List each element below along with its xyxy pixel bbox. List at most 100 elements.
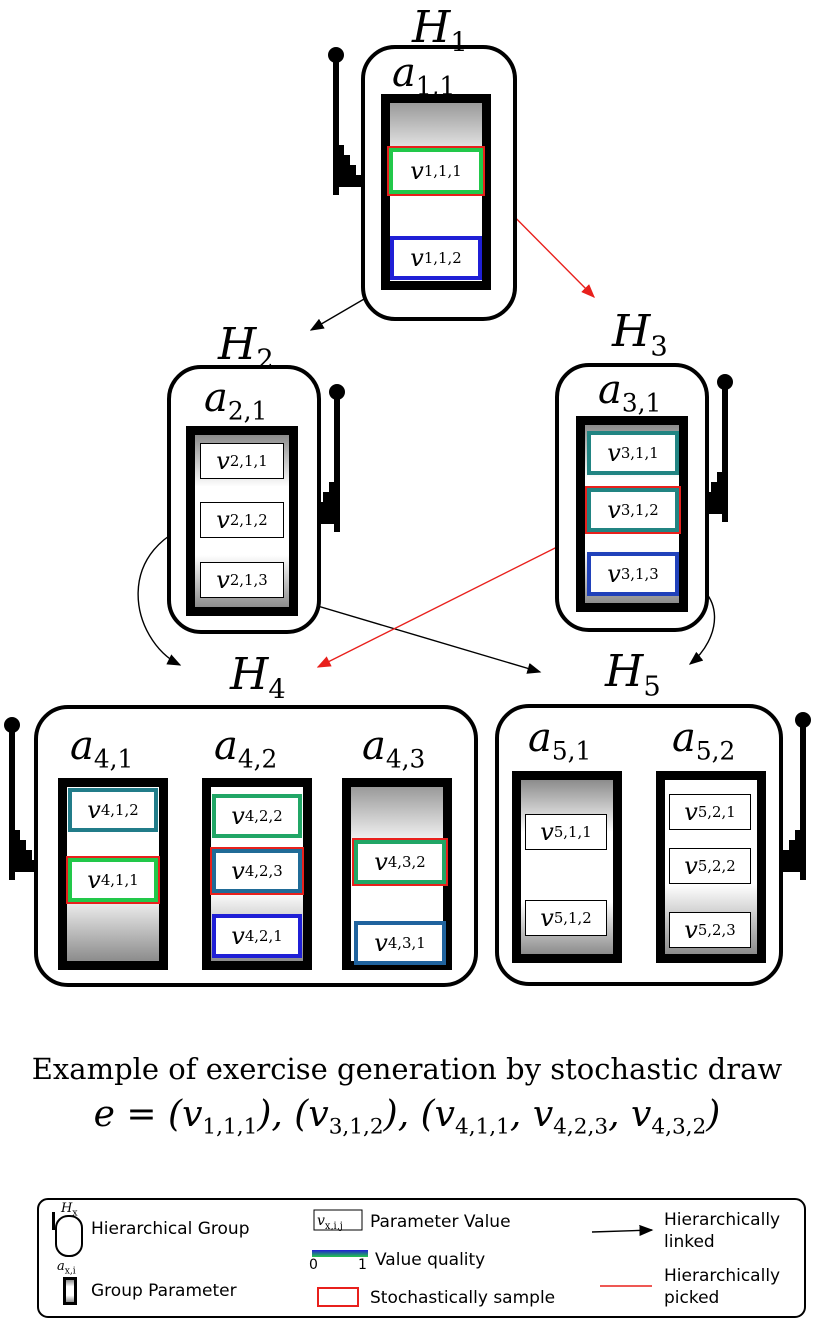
caption-title: Example of exercise generation by stocha…	[31, 1052, 783, 1086]
value-box-v4,3,2-sample-marker	[352, 838, 448, 886]
lever-step	[12, 850, 32, 862]
lever-step	[705, 492, 725, 504]
lever-step	[336, 175, 362, 187]
legend-value-icon	[313, 1209, 363, 1231]
value-box-v4,2,3-sample-marker	[210, 847, 304, 895]
value-box-v4,3,2-quality-border	[354, 840, 446, 884]
value-box-v3,1,1-quality-border	[587, 431, 679, 475]
group-label-H3: H3	[612, 306, 668, 363]
group-label-H4: H4	[230, 649, 286, 706]
value-box-v3,1,3-quality-border	[587, 552, 679, 596]
value-box-v4,1,1-quality-border	[68, 858, 158, 902]
legend-param-window	[66, 1280, 74, 1302]
lever-step	[12, 860, 38, 872]
lever-arm	[722, 382, 728, 522]
lever-step	[336, 165, 356, 177]
legend-linked-arrow	[591, 1224, 654, 1237]
legend-hierarchical-group: Hierarchical Group	[91, 1219, 250, 1239]
param-label-a5,2: a5,2	[672, 715, 736, 766]
param-label-a5,1: a5,1	[528, 715, 592, 766]
legend-group-lever-icon	[52, 1212, 55, 1230]
group-label-H5: H5	[605, 646, 661, 703]
lever-step	[329, 482, 337, 494]
legend-value-quality: Value quality	[375, 1250, 486, 1270]
group-label-H1: H1	[412, 2, 468, 59]
param-label-a3,1: a3,1	[598, 367, 662, 418]
lever-step	[789, 840, 803, 852]
lever-step	[783, 850, 803, 862]
param-label-a1,1: a1,1	[392, 50, 456, 101]
param-label-a4,2: a4,2	[214, 723, 278, 774]
lever-step	[317, 502, 337, 514]
value-box-v1,1,1-quality-border	[389, 148, 483, 194]
value-box-v4,2,2-quality-border	[212, 794, 302, 838]
legend-param-icon-label: ax,i	[57, 1259, 76, 1277]
legend-group-icon	[55, 1215, 83, 1257]
legend-group-icon-label: Hx	[61, 1201, 78, 1219]
legend-quality-min: 0	[309, 1257, 318, 1273]
value-box-v1,1,2-quality-border	[390, 236, 482, 280]
value-box-v3,1,2-sample-marker	[585, 486, 681, 534]
legend-parameter-value: Parameter Value	[370, 1212, 511, 1232]
legend-linked-line1: Hierarchically	[664, 1210, 781, 1230]
group-label-H2: H2	[218, 319, 274, 376]
legend-quality-max: 1	[358, 1257, 367, 1273]
legend-stochastic-sample: Stochastically sample	[370, 1288, 556, 1308]
legend-linked-line2: linked	[664, 1232, 715, 1252]
param-label-a4,3: a4,3	[362, 723, 426, 774]
lever-step	[336, 145, 344, 157]
legend-sample-icon	[317, 1287, 359, 1307]
value-box-v4,1,1-sample-marker	[66, 856, 160, 904]
value-box-v1,1,1-sample-marker	[387, 146, 485, 196]
legend-frame	[37, 1198, 806, 1318]
caption-formula: e = (v1,1,1), (v3,1,2), (v4,1,1, v4,2,3,…	[93, 1094, 721, 1140]
legend-group-parameter: Group Parameter	[91, 1281, 237, 1301]
value-box-v4,1,2-quality-border	[68, 788, 158, 832]
arrow-v3,1,2-to-H4	[316, 531, 588, 668]
param-label-a4,1: a4,1	[70, 723, 134, 774]
lever-step	[711, 482, 725, 494]
lever-arm	[333, 55, 339, 195]
lever-step	[795, 830, 803, 842]
legend-quality-bar	[312, 1250, 368, 1257]
lever-arm	[334, 392, 340, 532]
lever-arm	[9, 725, 15, 880]
lever-arm	[800, 720, 806, 880]
lever-step	[12, 840, 26, 852]
lever-step	[12, 830, 20, 842]
param-label-a2,1: a2,1	[204, 375, 268, 426]
legend-picked-line2: picked	[664, 1288, 720, 1308]
value-box-v4,3,1-quality-border	[354, 921, 446, 965]
lever-step	[336, 155, 350, 167]
lever-step	[777, 860, 803, 872]
legend-value-icon-label: vx,i,j	[317, 1213, 343, 1232]
lever-step	[323, 492, 337, 504]
arrow-v2,1,3-to-H5	[283, 595, 542, 674]
value-box-v4,2,3-quality-border	[212, 849, 302, 893]
lever-step	[717, 472, 725, 484]
legend-picked-line1: Hierarchically	[664, 1266, 781, 1286]
value-box-v3,1,2-quality-border	[587, 488, 679, 532]
value-box-v4,2,1-quality-border	[212, 914, 302, 958]
